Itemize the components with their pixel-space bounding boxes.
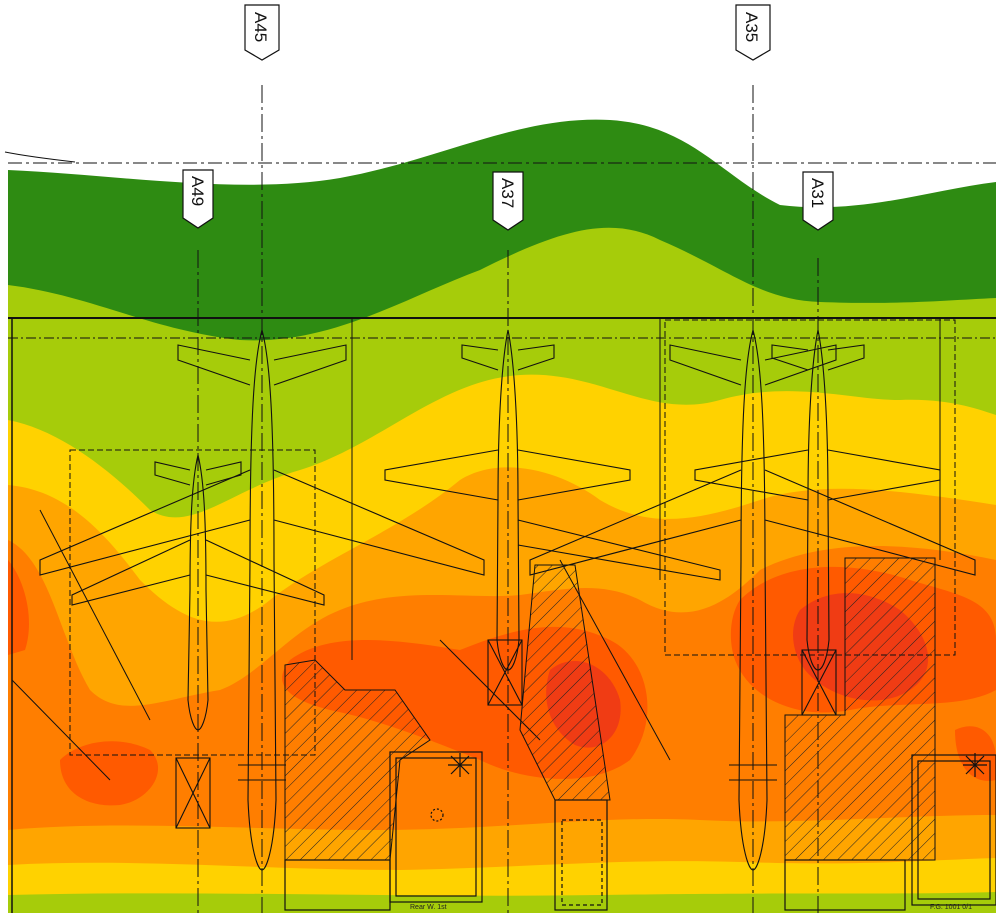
stand-label-a37: A37 bbox=[498, 178, 517, 208]
hatched-zones bbox=[284, 557, 936, 861]
footer-label-right: F.G. 1001 0/1 bbox=[930, 904, 972, 911]
aircraft-icon bbox=[71, 454, 325, 829]
footer-label-left: Rear W. 1st bbox=[410, 904, 447, 911]
stand-label-a35: A35 bbox=[742, 12, 761, 42]
stand-tag-a35: A35 bbox=[735, 4, 771, 61]
service-buildings bbox=[284, 751, 996, 911]
footer-labels: Rear W. 1st F.G. 1001 0/1 bbox=[410, 904, 972, 911]
stand-tag-a31: A31 bbox=[802, 171, 834, 231]
stand-tag-a37: A37 bbox=[492, 171, 524, 231]
aircraft-icon bbox=[39, 327, 485, 871]
stand-label-a49: A49 bbox=[188, 176, 207, 206]
contour-band-red-orange-edge bbox=[8, 560, 29, 655]
contour-band-light-green-lower bbox=[8, 892, 996, 913]
contour-band-red-orange-left bbox=[60, 741, 159, 806]
stand-label-a31: A31 bbox=[808, 178, 827, 208]
star-marker-icon bbox=[448, 753, 472, 777]
stand-labels: A45 A35 A49 A37 A31 bbox=[182, 4, 834, 231]
stand-tag-a45: A45 bbox=[244, 4, 280, 61]
stand-label-a45: A45 bbox=[251, 12, 270, 42]
aircraft-outlines bbox=[39, 327, 976, 871]
star-marker-icon bbox=[963, 753, 987, 777]
aircraft-icon bbox=[694, 329, 941, 716]
aircraft-icon bbox=[529, 327, 976, 871]
stand-tag-a49: A49 bbox=[182, 169, 214, 229]
contour-bands bbox=[8, 119, 996, 913]
aircraft-icon bbox=[384, 329, 721, 706]
